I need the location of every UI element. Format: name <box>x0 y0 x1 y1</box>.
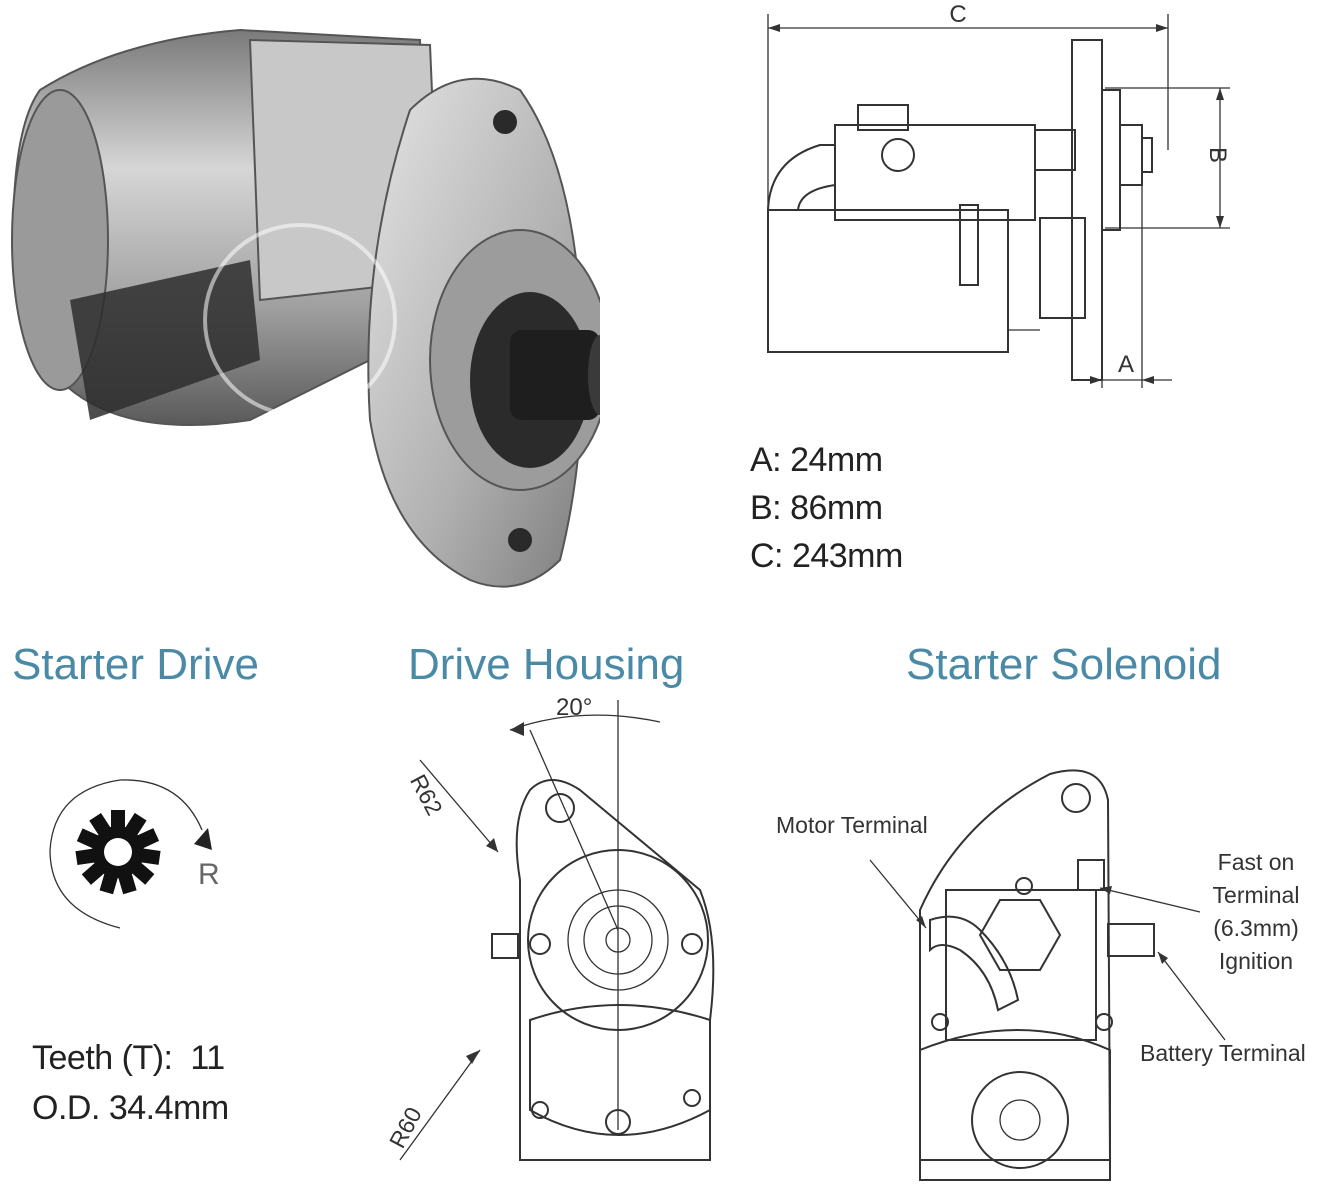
spec-a: A: 24mm <box>750 436 903 484</box>
angle-label: 20° <box>556 694 593 721</box>
starter-solenoid-title: Starter Solenoid <box>906 640 1222 689</box>
teeth-row: Teeth (T): 11 <box>32 1033 229 1083</box>
spec-c: C: 243mm <box>750 532 903 580</box>
gear-icon <box>75 810 161 895</box>
teeth-value: 11 <box>190 1039 225 1077</box>
battery-terminal-label: Battery Terminal <box>1140 1040 1306 1066</box>
od-label: O.D. <box>32 1089 100 1127</box>
fast-on-line-3: (6.3mm) <box>1213 915 1299 941</box>
drive-housing-drawing <box>380 690 740 1200</box>
solenoid-drawing <box>900 760 1160 1200</box>
spec-a-key: A: <box>750 441 782 479</box>
gear-specs: Teeth (T): 11 O.D. 34.4mm <box>32 1033 229 1133</box>
fast-on-line-2: Terminal <box>1212 882 1300 908</box>
fast-on-line-4: Ignition <box>1218 948 1294 974</box>
fast-on-terminal-label: Fast on Terminal (6.3mm) Ignition <box>1196 846 1316 978</box>
dimension-drawing: C B A <box>740 0 1328 420</box>
spec-c-key: C: <box>750 537 784 575</box>
rotation-label: R <box>198 858 220 891</box>
dim-c-label: C <box>949 1 966 28</box>
fast-on-line-1: Fast on <box>1217 849 1295 875</box>
rotation-arrow-icon <box>194 828 212 850</box>
motor-terminal-label: Motor Terminal <box>776 812 928 838</box>
teeth-label: Teeth (T): <box>32 1039 173 1077</box>
spec-b: B: 86mm <box>750 484 903 532</box>
spec-b-value: 86mm <box>790 489 883 527</box>
spec-a-value: 24mm <box>790 441 883 479</box>
solenoid-leaders <box>860 820 1328 1080</box>
od-row: O.D. 34.4mm <box>32 1083 229 1133</box>
gear-diagram <box>40 760 240 940</box>
spec-c-value: 243mm <box>791 537 903 575</box>
starter-drive-title: Starter Drive <box>12 640 259 689</box>
dimension-specs: A: 24mm B: 86mm C: 243mm <box>750 436 903 580</box>
dim-a-label: A <box>1118 351 1134 378</box>
spec-b-key: B: <box>750 489 782 527</box>
drive-housing-title: Drive Housing <box>408 640 685 689</box>
od-value: 34.4mm <box>108 1089 229 1127</box>
product-photo <box>0 0 600 600</box>
dim-b-label: B <box>1204 147 1231 163</box>
